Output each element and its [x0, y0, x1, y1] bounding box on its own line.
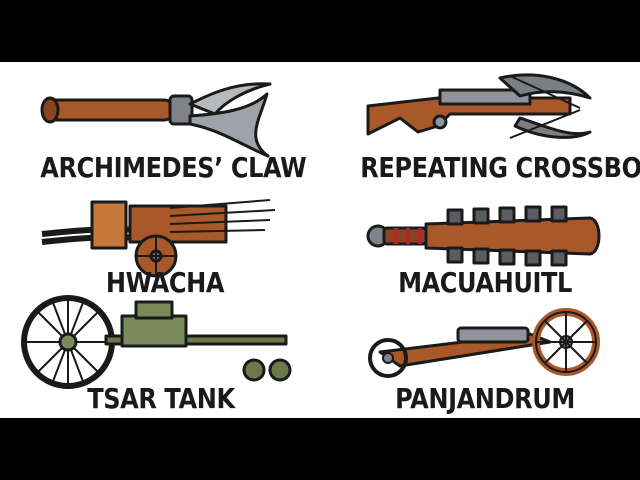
weapon-card-macuahuitl: MACUAHUITL: [340, 202, 630, 310]
weapon-card-tsar-tank: TSAR TANK: [12, 290, 310, 418]
weapon-label: ARCHIMEDES’ CLAW: [40, 151, 307, 184]
weapon-label: TSAR TANK: [87, 382, 235, 415]
weapon-label: MACUAHUITL: [398, 266, 572, 299]
hwacha-icon: [41, 199, 276, 278]
weapon-label: PANJANDRUM: [395, 382, 575, 415]
weapon-label: HWACHA: [105, 266, 225, 299]
weapon-card-repeating-crossbow: REPEATING CROSSBOW: [340, 68, 640, 194]
weapon-card-archimedes-claw: ARCHIMEDES’ CLAW: [20, 74, 310, 194]
weapon-card-hwacha: HWACHA: [20, 190, 310, 310]
macuahuitl-icon: [366, 205, 601, 267]
archimedes-claw-icon: [40, 82, 272, 158]
weapon-label: REPEATING CROSSBOW: [360, 151, 640, 184]
tsar-tank-icon: [21, 295, 292, 389]
repeating-crossbow-icon: [366, 73, 592, 139]
weapons-panel: ARCHIMEDES’ CLAW REPEATING CROSSBOW: [0, 62, 640, 418]
panjandrum-icon: [368, 308, 600, 378]
weapon-card-panjandrum: PANJANDRUM: [340, 302, 630, 418]
